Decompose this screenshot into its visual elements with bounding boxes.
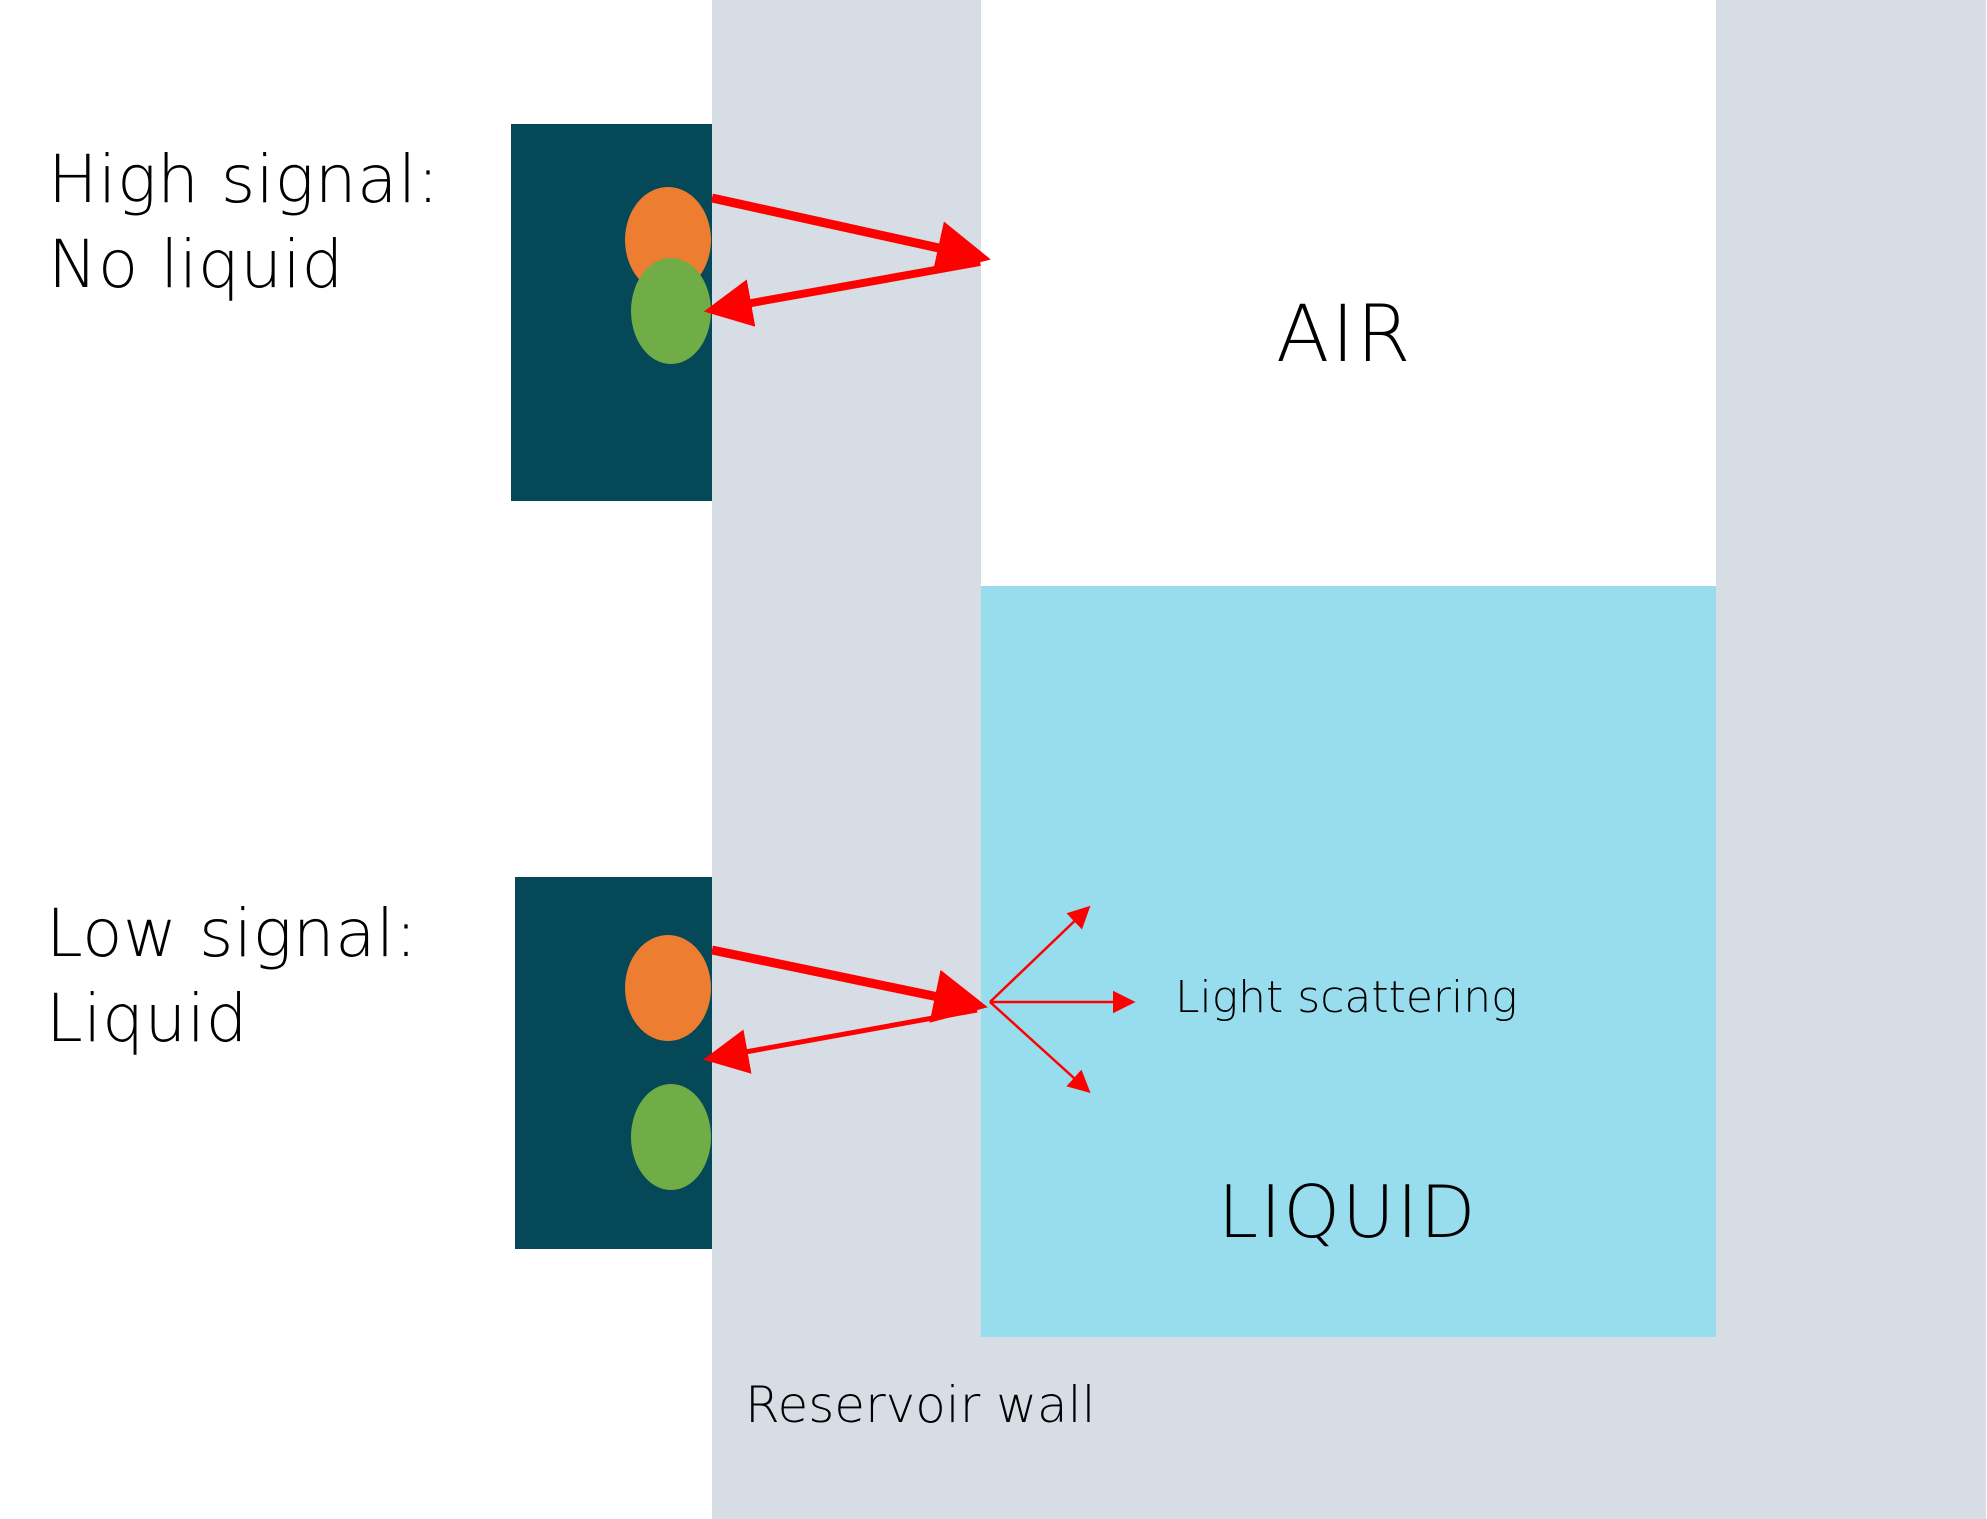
reservoir-wall-label: Reservoir wall [745,1376,1096,1434]
incident-ray-top [711,193,991,275]
incident-ray-bottom [711,945,988,1023]
reservoir-wall-bottom [712,1337,1986,1519]
scatter-ray-up [989,905,1091,1003]
air-region [981,0,1716,586]
no-liquid-label: No liquid [48,226,344,303]
light-scattering-label: Light scattering [1175,972,1518,1023]
liquid-region [981,586,1716,1337]
low-signal-label: Low signal: [46,895,418,972]
receiver-led-bottom [631,1084,711,1190]
reservoir-wall-right [1716,0,1986,1519]
scatter-ray-down [989,1001,1091,1094]
emitter-led-bottom [625,935,711,1041]
reflected-ray-top [703,258,981,327]
air-label: AIR [1276,290,1413,380]
liquid-condition-label: Liquid [46,980,249,1057]
high-signal-label: High signal: [48,141,440,218]
liquid-label: LIQUID [1218,1170,1478,1254]
receiver-led-top [631,258,711,364]
reflected-ray-bottom [703,1007,978,1074]
